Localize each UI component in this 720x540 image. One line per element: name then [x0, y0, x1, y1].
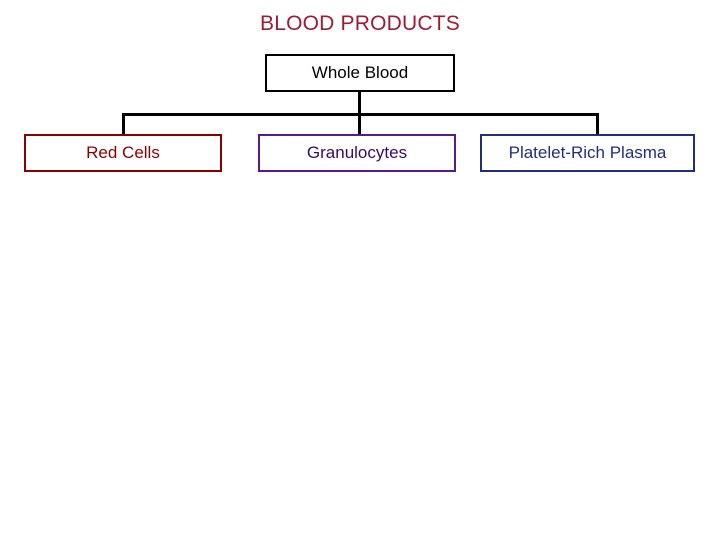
node-platelet-rich-plasma[interactable]: Platelet-Rich Plasma: [480, 134, 695, 172]
page-title: BLOOD PRODUCTS: [260, 12, 460, 35]
node-platelet-rich-plasma-label: Platelet-Rich Plasma: [508, 142, 667, 162]
node-granulocytes-label: Granulocytes: [306, 142, 408, 162]
connector-branch-right: [596, 113, 599, 134]
node-whole-blood[interactable]: Whole Blood: [265, 54, 455, 92]
connector-horizontal-bus: [122, 113, 599, 116]
node-red-cells[interactable]: Red Cells: [24, 134, 222, 172]
connector-branch-left: [122, 113, 125, 134]
node-granulocytes[interactable]: Granulocytes: [258, 134, 456, 172]
node-whole-blood-label: Whole Blood: [311, 62, 409, 82]
node-red-cells-label: Red Cells: [86, 142, 160, 162]
